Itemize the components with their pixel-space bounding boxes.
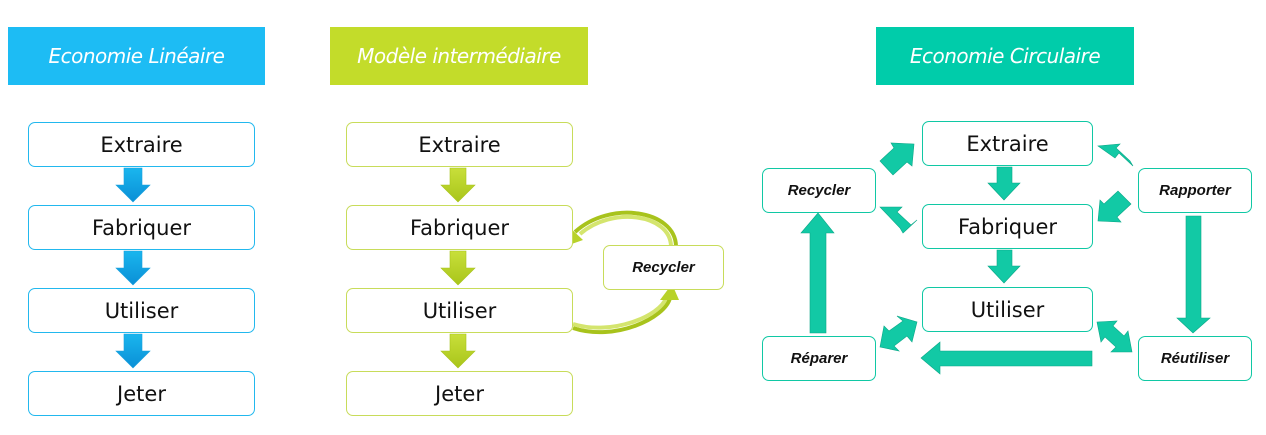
linear-arrow-2	[115, 250, 151, 286]
circular-step-utiliser: Utiliser	[922, 287, 1093, 332]
intermediate-down-arrows	[440, 167, 476, 369]
circular-step-fabriquer: Fabriquer	[922, 204, 1093, 249]
circular-recycler: Recycler	[762, 168, 876, 213]
circ-arrow-utiliser-reparer	[879, 315, 918, 352]
linear-step-utiliser: Utiliser	[28, 288, 255, 333]
intermediate-step-jeter: Jeter	[346, 371, 573, 416]
circ-arrow-reparer-recycler	[800, 212, 835, 334]
intermediate-arrow-3	[440, 333, 476, 369]
loop-arrowhead-up	[660, 284, 679, 300]
circ-arrow-utiliser-reutiliser	[1096, 320, 1133, 353]
linear-title: Economie Linéaire	[8, 27, 265, 85]
linear-arrow-1	[115, 167, 151, 203]
circular-step-extraire: Extraire	[922, 121, 1093, 166]
linear-step-fabriquer: Fabriquer	[28, 205, 255, 250]
circ-arrow-rapporter-reutiliser	[1176, 215, 1211, 334]
circ-arrow-fabriquer-recycler	[879, 206, 918, 234]
circular-rapporter: Rapporter	[1138, 168, 1252, 213]
circ-arrow-extraire-fabriquer	[987, 166, 1021, 201]
linear-step-jeter: Jeter	[28, 371, 255, 416]
intermediate-step-utiliser: Utiliser	[346, 288, 573, 333]
circular-title: Economie Circulaire	[876, 27, 1134, 85]
intermediate-title: Modèle intermédiaire	[330, 27, 588, 85]
linear-down-arrows	[115, 167, 151, 369]
circular-arrows	[800, 142, 1211, 375]
circ-arrow-rapporter-extraire	[1097, 143, 1134, 167]
linear-step-extraire: Extraire	[28, 122, 255, 167]
circular-reparer: Réparer	[762, 336, 876, 381]
intermediate-arrow-1	[440, 167, 476, 203]
linear-arrow-3	[115, 333, 151, 369]
intermediate-step-extraire: Extraire	[346, 122, 573, 167]
intermediate-arrow-2	[440, 250, 476, 286]
circular-reutiliser: Réutiliser	[1138, 336, 1252, 381]
circ-arrow-reutiliser-reparer	[920, 341, 1093, 375]
circ-arrow-fabriquer-utiliser	[987, 249, 1021, 284]
intermediate-step-fabriquer: Fabriquer	[346, 205, 573, 250]
circ-arrow-recycler-extraire	[879, 142, 915, 176]
intermediate-recycler: Recycler	[603, 245, 724, 290]
circ-arrow-rapporter-fabriquer	[1097, 190, 1132, 223]
